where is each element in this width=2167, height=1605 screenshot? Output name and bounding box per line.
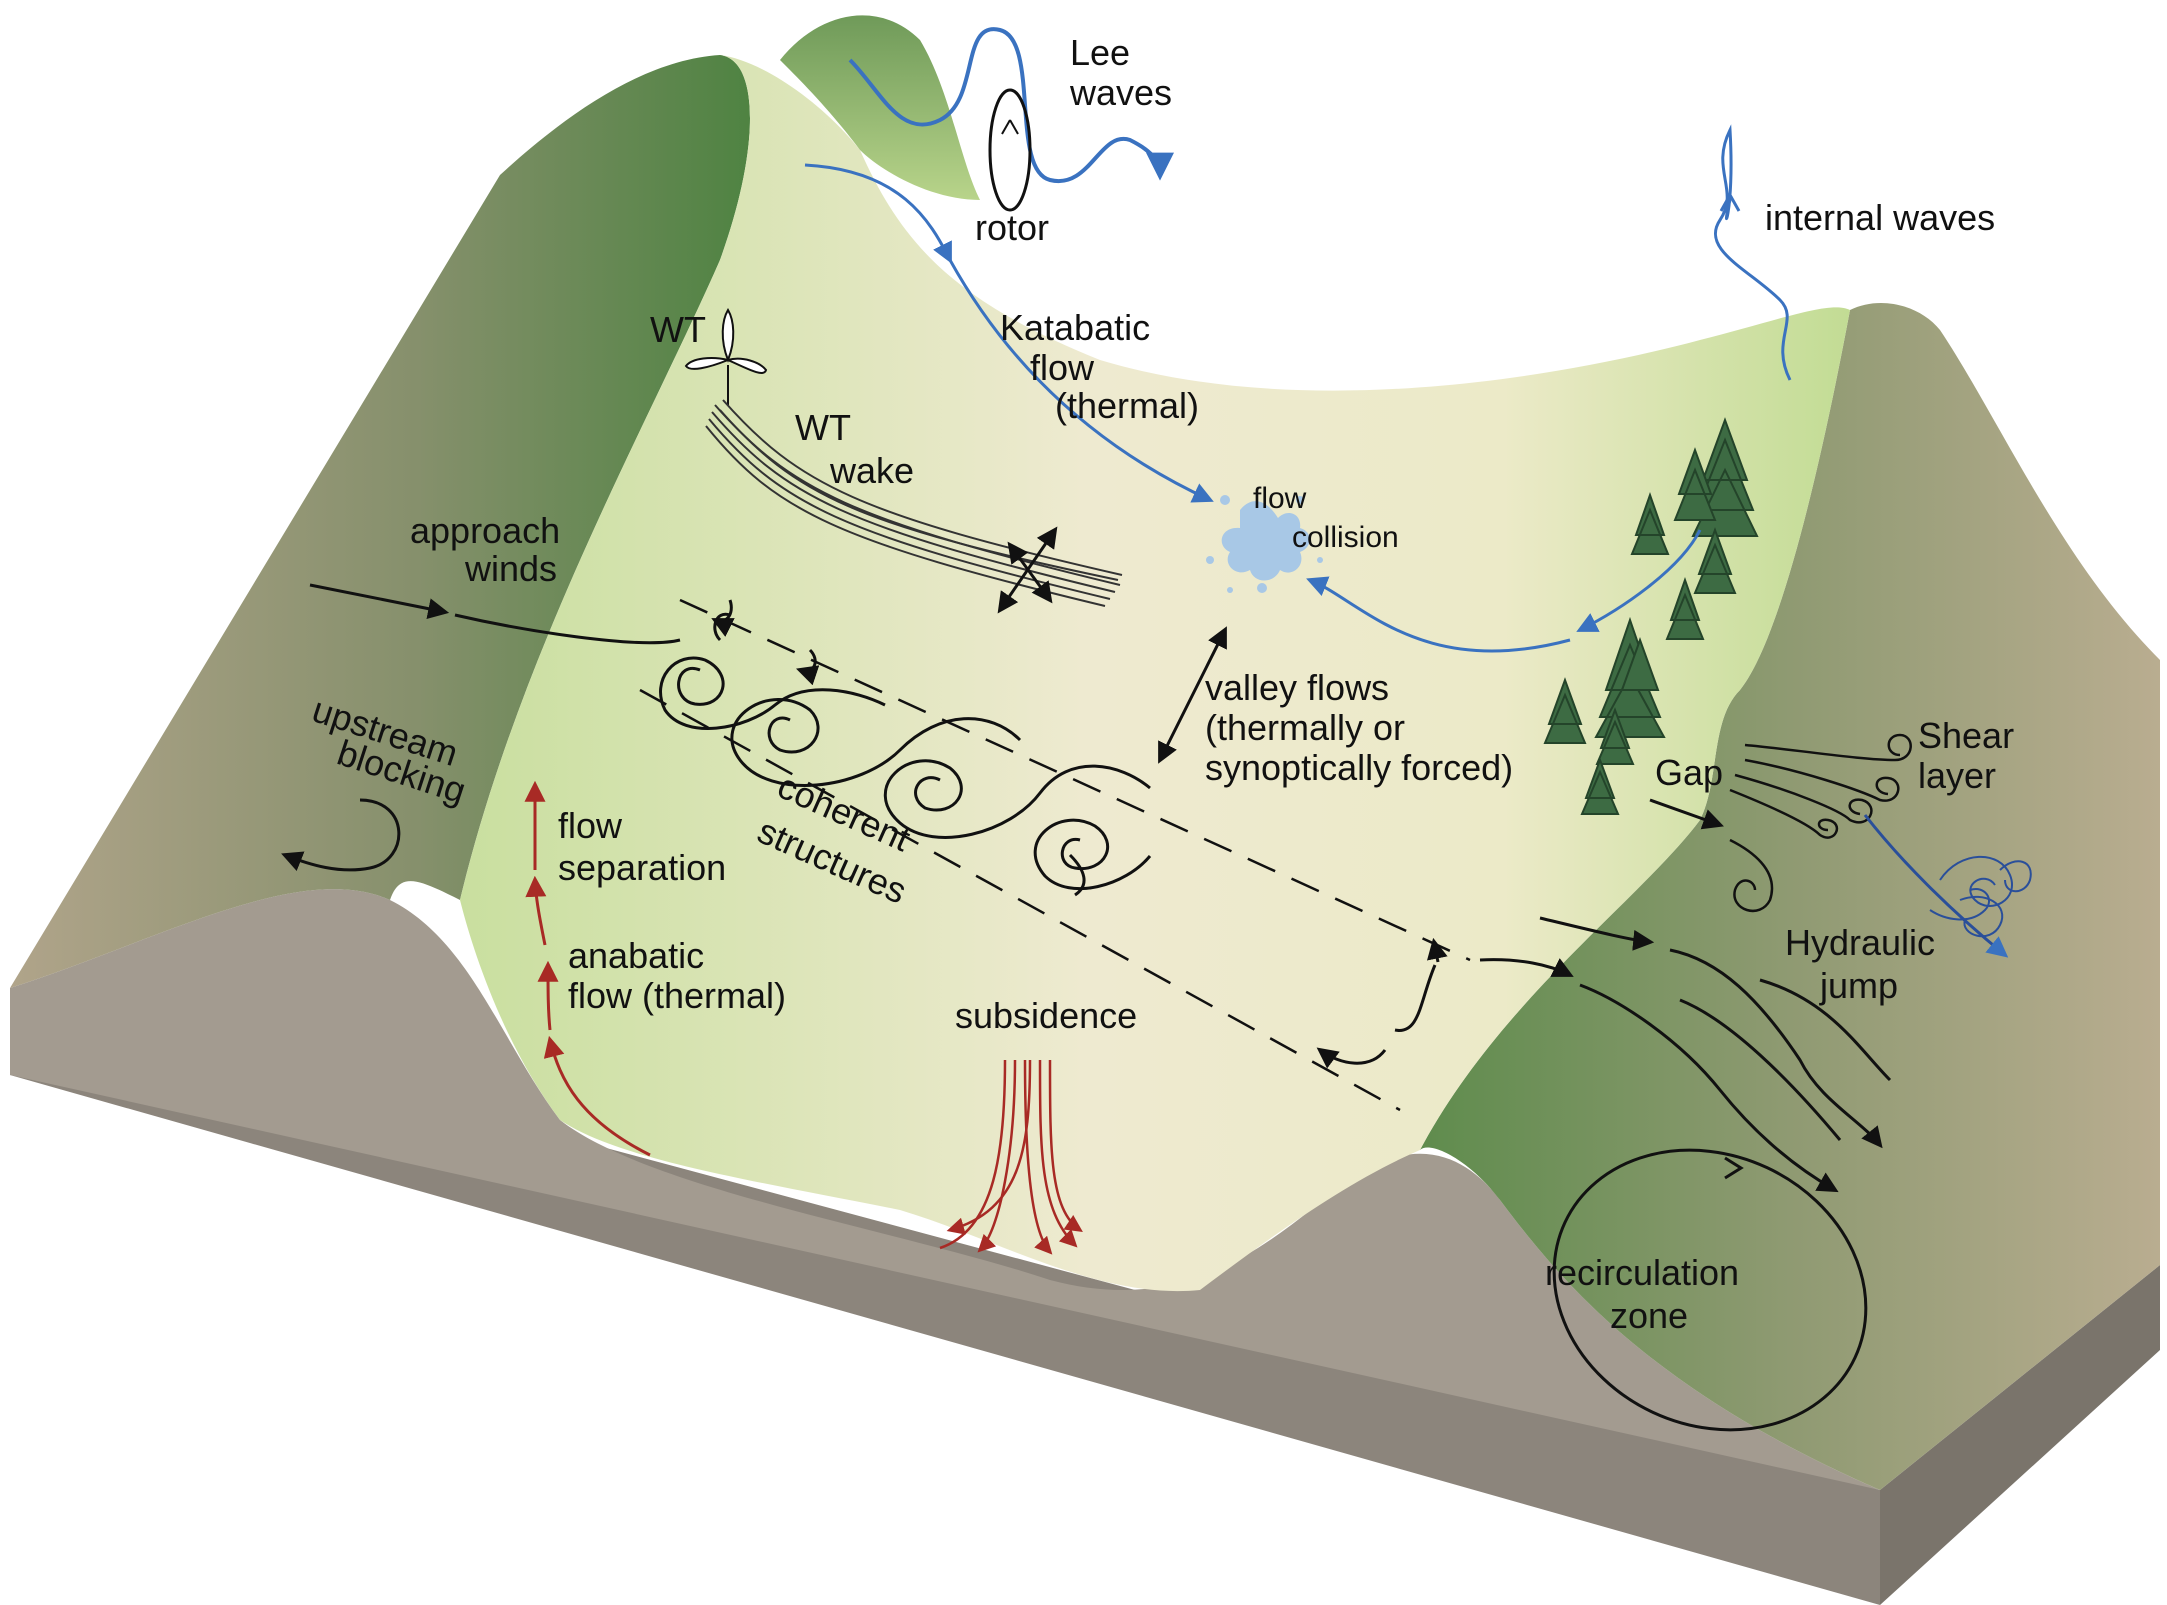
label-lee-waves-2: waves	[1069, 72, 1172, 113]
ground-right-face	[1880, 1265, 2160, 1605]
anabatic-flow-arrows	[524, 780, 651, 1157]
label-anabatic-2: flow (thermal)	[568, 975, 786, 1016]
internal-waves-arrow	[1713, 124, 1792, 381]
label-recirculation-1: recirculation	[1545, 1252, 1739, 1293]
label-gap: Gap	[1655, 752, 1723, 793]
left-mountain	[10, 55, 750, 988]
recirculation-loop	[1552, 1148, 1868, 1432]
label-approach-1: approach	[410, 510, 560, 551]
valley-flows-double-arrow	[1158, 626, 1227, 764]
valley-dashed-lines	[639, 598, 1471, 1112]
label-hydraulic-2: jump	[1819, 965, 1898, 1006]
label-anabatic-1: anabatic	[568, 935, 704, 976]
rotor-loop	[988, 88, 1032, 212]
label-valley-flows-2: (thermally or	[1205, 707, 1405, 748]
wind-turbine-icon	[684, 308, 768, 405]
label-approach-2: winds	[464, 548, 557, 589]
label-katabatic-2: flow	[1030, 347, 1095, 388]
downstream-flow-arrows	[1479, 916, 1892, 1193]
lee-wave-arrow	[848, 27, 1174, 184]
label-wt-wake-1: WT	[795, 407, 851, 448]
return-flow-arrows	[1316, 937, 1448, 1069]
rotor-arrow-icon	[1001, 119, 1019, 135]
label-shear-1: Shear	[1918, 715, 2014, 756]
label-flow-separation-2: separation	[558, 847, 726, 888]
label-internal-waves: internal waves	[1765, 197, 1995, 238]
gap-eddy	[1729, 838, 1774, 912]
hydraulic-jump-turbulence	[1929, 855, 2032, 938]
label-recirculation-2: zone	[1610, 1295, 1688, 1336]
wake-crossed-arrows	[997, 526, 1058, 614]
label-subsidence: subsidence	[955, 995, 1137, 1036]
conifer-trees	[1543, 417, 1759, 815]
katabatic-flow-arrow-2	[948, 259, 1214, 503]
hydraulic-jump-arrow	[1863, 814, 2009, 958]
label-flow-collision-2: collision	[1292, 521, 1399, 554]
label-katabatic-3: (thermal)	[1055, 385, 1199, 426]
label-hydraulic-1: Hydraulic	[1785, 922, 1935, 963]
back-ridge	[780, 15, 980, 200]
valley-floor	[460, 55, 1850, 1292]
downslope-flow-arrow	[1576, 529, 1702, 632]
label-wt: WT	[650, 309, 706, 350]
katabatic-flow-arrow	[804, 163, 952, 264]
label-flow-separation-1: flow	[558, 805, 623, 846]
label-shear-2: layer	[1918, 755, 1996, 796]
label-valley-flows-3: synoptically forced)	[1205, 747, 1513, 788]
internal-waves-arrowhead-icon	[1719, 194, 1741, 212]
approach-winds-continuation	[454, 613, 681, 645]
label-wt-wake-2: wake	[829, 450, 914, 491]
shear-layer-lines	[1729, 733, 1912, 839]
label-katabatic-1: Katabatic	[1000, 307, 1150, 348]
label-flow-collision-1: flow	[1253, 482, 1307, 515]
splash-droplets	[1206, 495, 1323, 593]
label-valley-flows-1: valley flows	[1205, 667, 1389, 708]
approach-winds-arrow	[309, 583, 450, 620]
right-mountain	[1420, 302, 2160, 1491]
recirculation-arrow-icon	[1724, 1156, 1744, 1180]
subsidence-arrows	[939, 1059, 1083, 1255]
gap-flow-arrow	[1649, 798, 1724, 830]
terrain-cross-section	[10, 889, 1880, 1490]
flow-collision-splash	[1221, 501, 1310, 581]
upstream-blocking-arrow	[281, 798, 401, 872]
label-rotor: rotor	[975, 207, 1049, 248]
downslope-flow-arrow-2	[1306, 576, 1571, 653]
label-lee-waves-1: Lee	[1070, 32, 1130, 73]
coherent-structures-vortices	[659, 599, 1152, 897]
